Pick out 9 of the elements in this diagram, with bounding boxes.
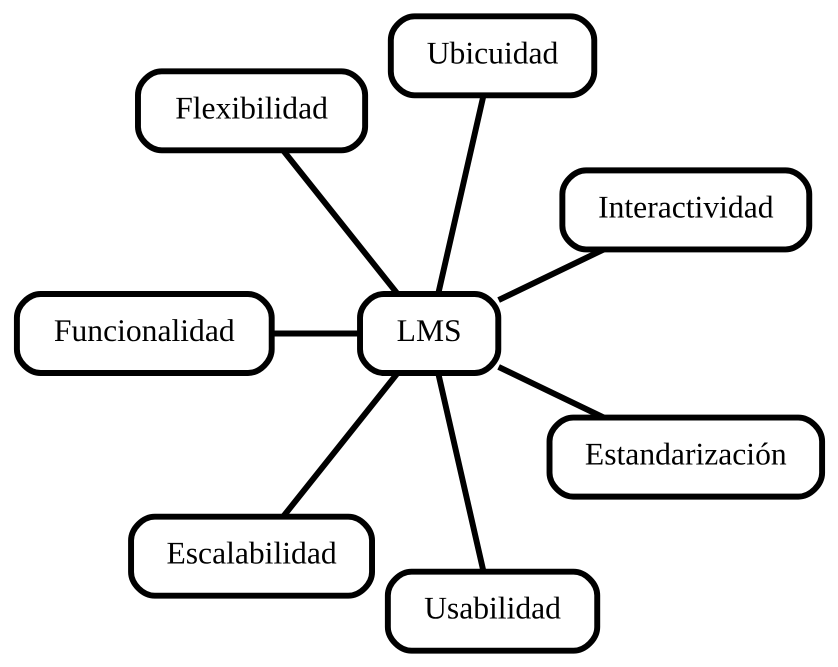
node-box: Usabilidad [384,568,600,654]
node-box: Estandarización [546,414,825,500]
node-box: Flexibilidad [134,68,368,154]
node-box: Funcionalidad [13,291,274,376]
node-box: Escalabilidad [128,514,374,599]
node-box: LMS [356,291,501,376]
connector [272,330,359,336]
node-box: Interactividad [558,167,812,252]
node-box: Ubicuidad [387,13,597,98]
